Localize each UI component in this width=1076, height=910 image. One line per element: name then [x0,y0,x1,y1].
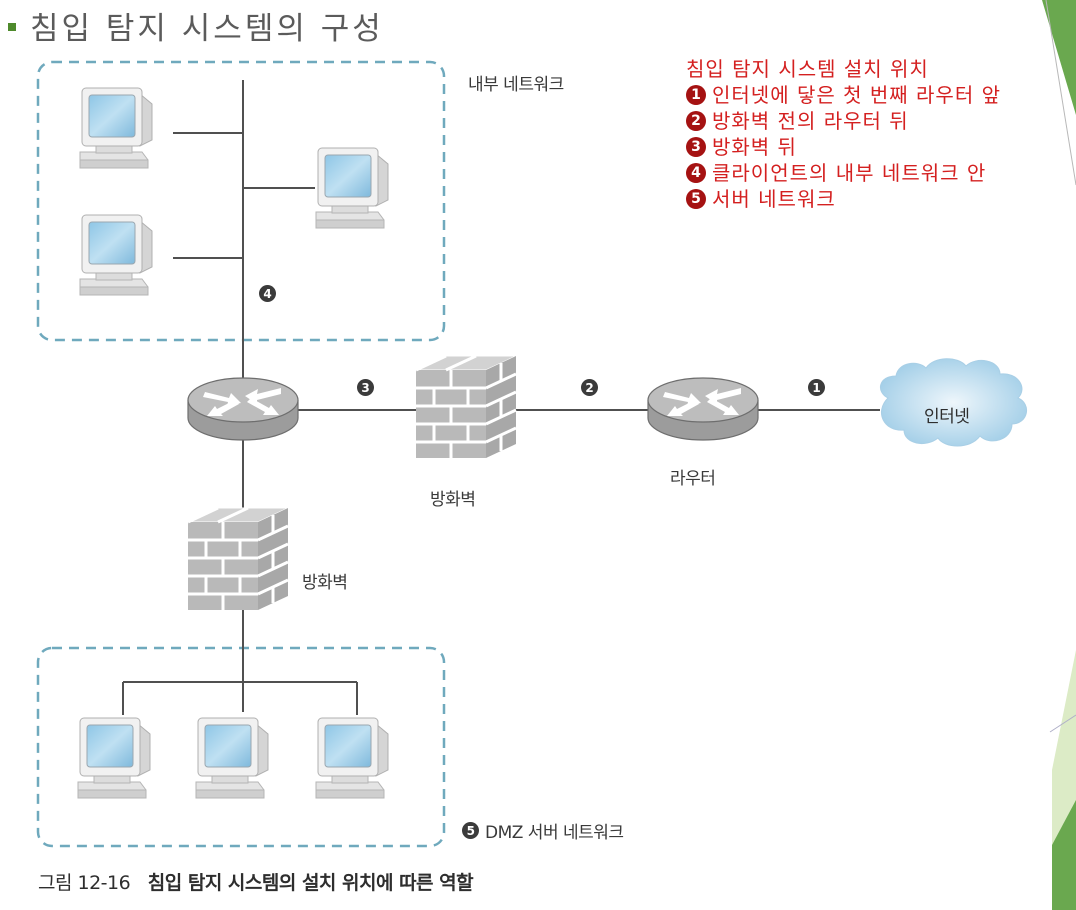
slide-title-text: 침입 탐지 시스템의 구성 [30,10,384,47]
marker-2: 2 [581,379,598,396]
dmz-firewall-icon [186,506,290,612]
legend-item-text: 방화벽 뒤 [712,135,797,159]
server-pc-icon [77,717,151,799]
legend-item-text: 서버 네트워크 [712,187,836,211]
internet-cloud-icon [880,358,1027,447]
legend-item: 2 방화벽 전의 라우터 뒤 [686,108,1001,134]
main-firewall-icon [414,354,518,460]
bottom-right-dark-shape [1052,800,1076,910]
firewall-label: 방화벽 [430,490,476,510]
network-links [122,80,880,715]
client-pc-icon [79,214,153,296]
legend-item: 1 인터넷에 닿은 첫 번째 라우터 앞 [686,82,1001,108]
network-diagram [36,60,1027,848]
marker-1: 1 [808,379,825,396]
dmz-network-region [36,646,446,848]
dmz-network-label-text: DMZ 서버 네트워크 [485,823,624,843]
legend-number-badge: 1 [686,85,706,105]
legend-item: 4 클라이언트의 내부 네트워크 안 [686,160,1001,186]
slide-title: 침입 탐지 시스템의 구성 [8,2,384,48]
legend-number-badge: 5 [686,189,706,209]
ids-placement-legend: 침입 탐지 시스템 설치 위치 1 인터넷에 닿은 첫 번째 라우터 앞 2 방… [686,56,1001,212]
title-bullet [8,23,16,31]
dmz-firewall-label: 방화벽 [302,573,348,593]
legend-item: 5 서버 네트워크 [686,186,1001,212]
figure-caption-text: 침입 탐지 시스템의 설치 위치에 따른 역할 [147,872,474,894]
legend-item-text: 클라이언트의 내부 네트워크 안 [712,161,987,185]
server-pc-icon [195,717,269,799]
edge-router-icon [647,377,759,441]
legend-item-text: 방화벽 전의 라우터 뒤 [712,109,909,133]
legend-number-badge: 2 [686,111,706,131]
router-label: 라우터 [670,469,716,489]
dmz-network-label: 5 DMZ 서버 네트워크 [462,818,624,843]
figure-caption: 그림 12-16 침입 탐지 시스템의 설치 위치에 따른 역할 [38,868,474,895]
legend-item-text: 인터넷에 닿은 첫 번째 라우터 앞 [712,83,1001,107]
internal-network-label: 내부 네트워크 [468,75,564,95]
client-pc-icon [79,87,153,169]
client-pc-icon [315,147,389,229]
top-right-accent-shape [1042,0,1076,115]
marker-4: 4 [259,285,276,302]
legend-number-badge: 3 [686,137,706,157]
legend-number-badge: 4 [686,163,706,183]
bottom-right-accent-line [1049,714,1076,733]
figure-number: 그림 12-16 [38,872,131,894]
marker-5: 5 [462,822,479,839]
internet-label: 인터넷 [924,407,970,427]
internal-network-region [36,60,446,342]
legend-heading: 침입 탐지 시스템 설치 위치 [686,57,929,81]
top-right-accent-line [1045,0,1076,186]
legend-item: 3 방화벽 뒤 [686,134,1001,160]
server-pc-icon [315,717,389,799]
marker-3: 3 [357,379,374,396]
internal-router-icon [187,377,299,441]
